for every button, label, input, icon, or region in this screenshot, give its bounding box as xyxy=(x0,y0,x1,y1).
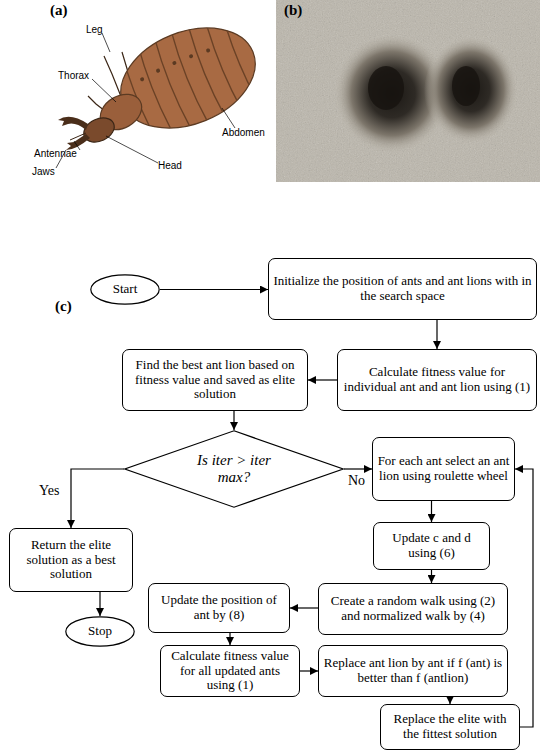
node-text: Update c and d using (6) xyxy=(378,531,485,561)
node-text: Replace ant lion by ant if f (ant) is be… xyxy=(323,656,503,686)
process-box: Replace ant lion by ant if f (ant) is be… xyxy=(318,645,508,697)
edge-label: No xyxy=(348,473,365,489)
part-label: Thorax xyxy=(58,70,89,81)
node-text: Stop xyxy=(88,624,112,639)
flow-arrow xyxy=(308,379,337,380)
antlion-pit xyxy=(424,38,518,146)
node-text: Create a random walk using (2) and norma… xyxy=(323,594,503,624)
pit-center xyxy=(452,66,480,106)
part-label: Abdomen xyxy=(222,127,265,138)
leader-lines xyxy=(56,33,235,168)
flow-arrow xyxy=(449,697,450,704)
part-label: Antennae xyxy=(34,148,77,159)
flow-arrow xyxy=(300,670,318,671)
jaw xyxy=(66,134,90,150)
terminal-ellipse: Stop xyxy=(65,616,135,647)
node-text: Calculate fitness value for all updated … xyxy=(165,649,295,694)
abdomen xyxy=(106,9,270,147)
flow-arrow xyxy=(515,469,533,727)
process-box: Initialize the position of ants and ant … xyxy=(268,258,537,320)
antlion-illustration xyxy=(56,5,272,168)
decision-diamond: Is iter > iter max? xyxy=(124,430,344,508)
process-box: Return the elite solution as a best solu… xyxy=(9,528,133,592)
flow-arrow xyxy=(160,289,268,290)
edge-label: Yes xyxy=(39,483,59,499)
part-label: Jaws xyxy=(32,166,55,177)
part-label: Leg xyxy=(86,24,103,35)
panel-letter: (c) xyxy=(55,298,72,315)
flow-arrow xyxy=(436,320,437,349)
flow-arrow xyxy=(431,570,432,583)
process-box: Create a random walk using (2) and norma… xyxy=(318,583,508,635)
terminal-ellipse: Start xyxy=(90,274,160,305)
node-text: For each ant select an ant lion using ro… xyxy=(377,454,510,484)
flow-arrow xyxy=(99,592,100,616)
antenna xyxy=(70,133,86,140)
process-box: Calculate fitness value for individual a… xyxy=(337,349,537,411)
abdomen-segments xyxy=(118,11,258,145)
process-box: Update c and d using (6) xyxy=(373,522,490,570)
node-text: Calculate fitness value for individual a… xyxy=(342,365,532,395)
flow-arrow xyxy=(233,411,234,430)
node-text: Update the position of ant by (8) xyxy=(153,593,285,623)
sand-grain xyxy=(276,0,540,182)
jaw xyxy=(58,117,88,130)
spiracles xyxy=(138,47,211,82)
process-box: Calculate fitness value for all updated … xyxy=(160,645,300,697)
process-box: For each ant select an ant lion using ro… xyxy=(372,437,515,501)
flow-arrow xyxy=(71,469,124,528)
node-text: Start xyxy=(113,282,138,297)
process-box: Replace the elite with the fittest solut… xyxy=(380,704,520,750)
process-box: Update the position of ant by (8) xyxy=(148,583,290,633)
head xyxy=(80,113,118,146)
process-box: Find the best ant lion based on fitness … xyxy=(122,349,308,411)
panel-letter: (a) xyxy=(50,2,68,19)
flow-arrow xyxy=(344,468,372,469)
sand-background xyxy=(276,0,540,182)
node-text: Initialize the position of ants and ant … xyxy=(273,274,532,304)
flow-arrow xyxy=(431,501,432,522)
terminal-outline xyxy=(91,275,159,304)
node-text: Return the elite solution as a best solu… xyxy=(14,538,128,583)
panel-letter: (b) xyxy=(284,2,302,19)
node-text: Find the best ant lion based on fitness … xyxy=(127,358,303,403)
part-label: Head xyxy=(158,160,182,171)
node-text: Is iter > iter max? xyxy=(182,452,286,487)
pit-center xyxy=(368,66,404,110)
terminal-outline xyxy=(66,617,134,646)
flow-arrow xyxy=(290,607,318,608)
node-text: Replace the elite with the fittest solut… xyxy=(385,712,515,742)
decision-outline xyxy=(125,431,343,507)
sand-photo xyxy=(276,0,540,182)
flow-arrow xyxy=(229,633,230,645)
